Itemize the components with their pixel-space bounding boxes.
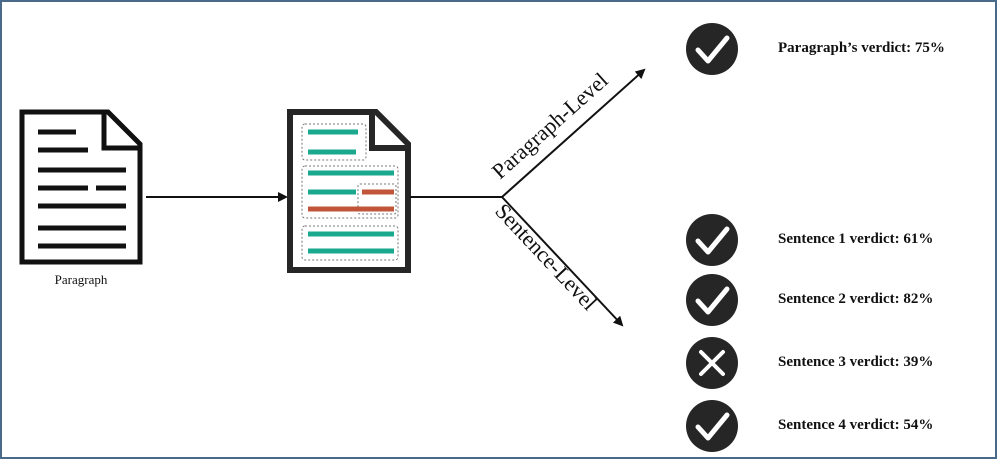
segmented-document-icon: [287, 109, 411, 273]
sentence-4-verdict-label: Sentence 4 verdict: 54%: [778, 417, 934, 433]
paragraph-caption: Paragraph: [54, 272, 108, 287]
paragraph-verdict-label: Paragraph’s verdict: 75%: [778, 40, 945, 56]
sentence-2-verdict-label: Sentence 2 verdict: 82%: [778, 291, 934, 307]
sentence-3-cross-icon: [686, 337, 738, 389]
paragraph-verdict-check-icon: [686, 23, 738, 75]
sentence-4-check-icon: [686, 400, 738, 452]
arrow-paragraph-level: [501, 68, 646, 198]
sentence-2-check-icon: [686, 274, 738, 326]
sentence-1-verdict-label: Sentence 1 verdict: 61%: [778, 231, 934, 247]
sentence-1-check-icon: [686, 214, 738, 266]
sentence-level-label: Sentence-Level: [490, 198, 602, 315]
paragraph-document-icon: [19, 109, 143, 265]
sentence-3-verdict-label: Sentence 3 verdict: 39%: [778, 354, 934, 370]
arrow-sentence-level: [501, 196, 624, 327]
paragraph-level-label: Paragraph-Level: [487, 67, 613, 183]
